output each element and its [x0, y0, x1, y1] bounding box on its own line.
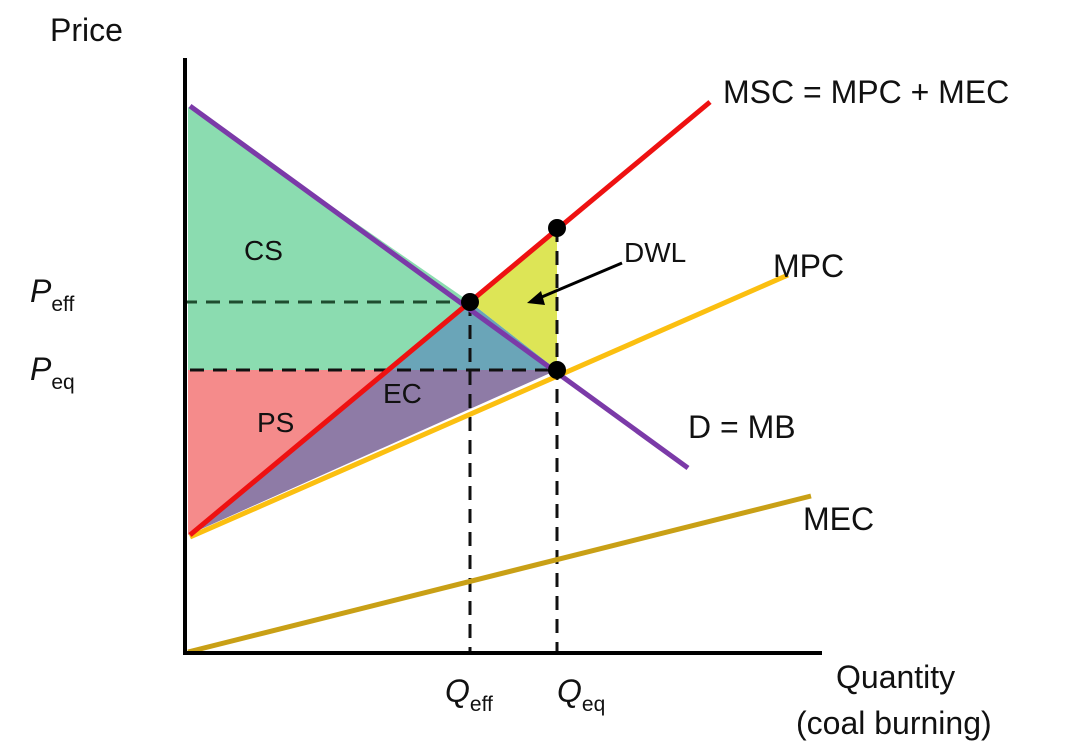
msc-label: MSC = MPC + MEC: [723, 74, 1009, 110]
p-eq-main: P: [30, 351, 52, 387]
mpc-label: MPC: [773, 248, 844, 284]
market-equilibrium-point: [548, 361, 566, 379]
q-eff-subscript: eff: [470, 693, 493, 716]
x-axis-label-sub: (coal burning): [796, 705, 992, 741]
demand-curve: [188, 103, 690, 471]
mpc-curve: [188, 272, 790, 540]
q-eq-main: Q: [557, 673, 582, 709]
external-cost-area: [188, 370, 557, 535]
p-eff-label: Peff: [30, 273, 74, 316]
ps-label: PS: [257, 407, 294, 438]
p-eq-label: Peq: [30, 351, 75, 394]
social-cost-point: [548, 219, 566, 237]
msc-curve: [188, 100, 712, 537]
p-eq-subscript: eq: [51, 371, 74, 394]
q-eff-main: Q: [445, 673, 470, 709]
mec-curve: [187, 493, 812, 655]
q-eq-subscript: eq: [582, 693, 605, 716]
y-axis-label: Price: [50, 12, 123, 48]
q-eff-label: Qeff: [445, 673, 493, 716]
x-axis-label: Quantity: [836, 659, 955, 695]
mec-label: MEC: [803, 501, 874, 537]
cs-label: CS: [244, 235, 283, 266]
efficient-equilibrium-point: [461, 293, 479, 311]
p-eff-main: P: [30, 273, 52, 309]
dwl-arrow-line: [536, 261, 623, 301]
q-eq-label: Qeq: [557, 673, 605, 716]
dwl-arrow-head: [527, 291, 545, 305]
deadweight-loss-area: [470, 228, 557, 370]
dwl-label: DWL: [624, 237, 686, 268]
demand-label: D = MB: [688, 409, 796, 445]
p-eff-subscript: eff: [51, 293, 74, 316]
ec-label: EC: [383, 378, 422, 409]
